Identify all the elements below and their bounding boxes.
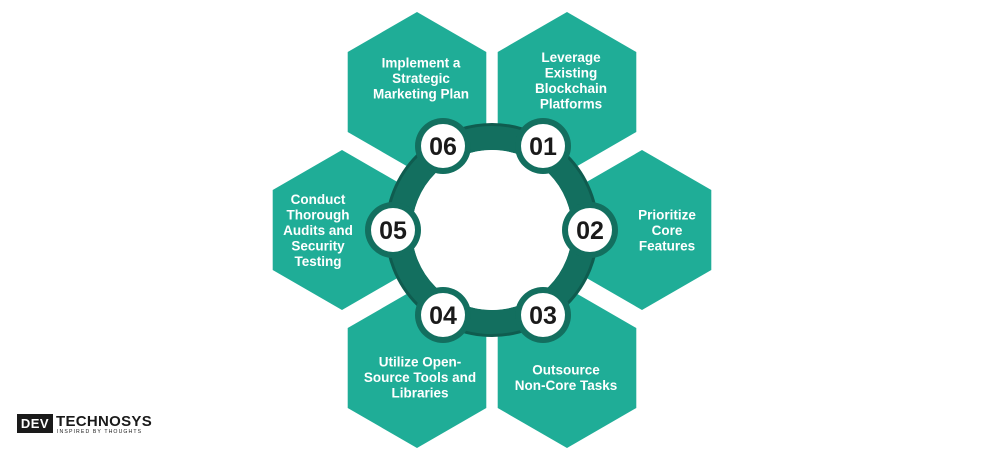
badge-04	[421, 293, 465, 337]
hexagon-label-line: Outsource	[532, 362, 600, 377]
hexagon-label-line: Non-Core Tasks	[515, 378, 618, 393]
logo-wordmark: TECHNOSYS	[56, 413, 153, 430]
hexagon-label-line: Utilize Open-	[379, 355, 462, 370]
hexagon-label-line: Leverage	[541, 50, 601, 65]
hexagon-label-line: Prioritize	[638, 208, 696, 223]
badge-number-03: 03	[529, 302, 557, 330]
hexagon-label-line: Audits and	[283, 223, 353, 238]
badge-01	[521, 124, 565, 168]
badge-number-02: 02	[576, 217, 604, 245]
number-badge-layer: 01 02 03 04 05 06	[365, 118, 618, 343]
hexagon-label-line: Testing	[295, 254, 342, 269]
hexagon-label-line: Strategic	[392, 71, 450, 86]
badge-02	[568, 208, 612, 252]
badge-number-05: 05	[379, 217, 407, 245]
hexagon-05	[272, 150, 412, 310]
logo-tagline: INSPIRED BY THOUGHTS	[57, 429, 143, 435]
badge-03	[521, 293, 565, 337]
ring-center	[412, 150, 572, 310]
badge-number-04: 04	[429, 302, 457, 330]
badge-number-06: 06	[429, 133, 457, 161]
hexagon-label-line: Source Tools and	[364, 370, 476, 385]
hexagon-label-line: Conduct	[291, 192, 346, 207]
hexagon-label-line: Core	[652, 223, 683, 238]
hexagon-label-line: Libraries	[391, 386, 448, 401]
badge-06	[421, 124, 465, 168]
hexagon-02	[572, 150, 712, 310]
badge-05	[371, 208, 415, 252]
hexagon-label-line: Existing	[545, 65, 598, 80]
hexagon-label-line: Blockchain	[535, 81, 607, 96]
brand-logo: DEV TECHNOSYS INSPIRED BY THOUGHTS	[17, 413, 152, 439]
hexagon-label-line: Implement a	[382, 56, 461, 71]
hexagon-label-line: Security	[291, 239, 345, 254]
hexagon-label-line: Marketing Plan	[373, 87, 469, 102]
hexagon-label-line: Features	[639, 239, 695, 254]
logo-box: DEV	[17, 414, 53, 433]
hexagon-label-line: Platforms	[540, 96, 602, 111]
badge-number-01: 01	[529, 133, 557, 161]
hexagon-label-line: Thorough	[287, 208, 350, 223]
